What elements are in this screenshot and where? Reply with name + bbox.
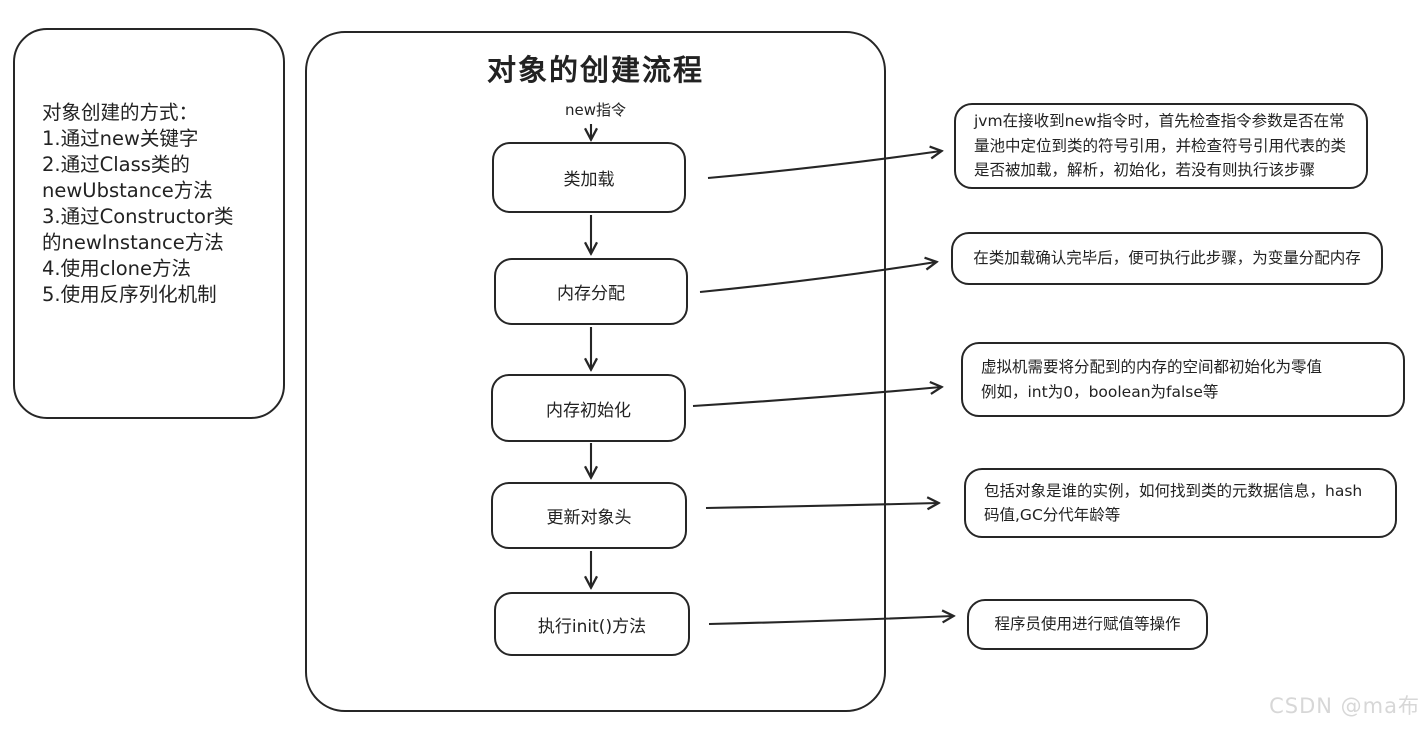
annotation-memory-initialization-text: 虚拟机需要将分配到的内存的空间都初始化为零值 例如，int为0，boolean为… — [981, 358, 1323, 401]
methods-line-5: 5.使用反序列化机制 — [42, 283, 217, 306]
step-memory-allocation-label: 内存分配 — [557, 284, 625, 304]
annotation-execute-init-text: 程序员使用进行赋值等操作 — [994, 615, 1181, 634]
step-memory-initialization-label: 内存初始化 — [546, 400, 631, 421]
watermark: CSDN @ma布 — [1269, 694, 1420, 718]
annotation-memory-allocation: 在类加载确认完毕后，便可执行此步骤，为变量分配内存 — [951, 232, 1383, 285]
annotation-update-object-header: 包括对象是谁的实例，如何找到类的元数据信息，hash码值,GC分代年龄等 — [964, 468, 1397, 538]
step-class-loading: 类加载 — [492, 142, 686, 213]
methods-line-3b: 的newInstance方法 — [42, 231, 224, 254]
start-label: new指令 — [564, 101, 626, 119]
annotation-class-loading: jvm在接收到new指令时，首先检查指令参数是否在常量池中定位到类的符号引用，并… — [954, 103, 1368, 189]
step-class-loading-label: 类加载 — [563, 170, 615, 190]
methods-line-3: 3.通过Constructor类 — [42, 205, 234, 228]
flow-title: 对象的创建流程 — [486, 53, 704, 87]
annotation-memory-allocation-text: 在类加载确认完毕后，便可执行此步骤，为变量分配内存 — [973, 249, 1361, 268]
methods-line-title: 对象创建的方式： — [42, 101, 199, 124]
object-creation-methods-box: 对象创建的方式： 1.通过new关键字 2.通过Class类的 newUbsta… — [13, 28, 285, 419]
annotation-update-object-header-text: 包括对象是谁的实例，如何找到类的元数据信息，hash码值,GC分代年龄等 — [984, 481, 1363, 524]
methods-line-2: 2.通过Class类的 — [42, 153, 190, 176]
annotation-memory-initialization: 虚拟机需要将分配到的内存的空间都初始化为零值 例如，int为0，boolean为… — [961, 342, 1405, 417]
annotation-execute-init: 程序员使用进行赋值等操作 — [967, 599, 1208, 650]
methods-line-4: 4.使用clone方法 — [42, 257, 192, 280]
step-update-object-header-label: 更新对象头 — [546, 508, 632, 528]
step-update-object-header: 更新对象头 — [491, 482, 687, 549]
step-execute-init-method: 执行init()方法 — [494, 592, 690, 656]
step-execute-init-method-label: 执行init()方法 — [537, 616, 647, 637]
methods-line-2b: newUbstance方法 — [42, 179, 213, 202]
step-memory-initialization: 内存初始化 — [491, 374, 686, 442]
methods-line-1: 1.通过new关键字 — [42, 127, 199, 150]
annotation-class-loading-text: jvm在接收到new指令时，首先检查指令参数是否在常量池中定位到类的符号引用，并… — [974, 112, 1347, 180]
step-memory-allocation: 内存分配 — [494, 258, 688, 325]
